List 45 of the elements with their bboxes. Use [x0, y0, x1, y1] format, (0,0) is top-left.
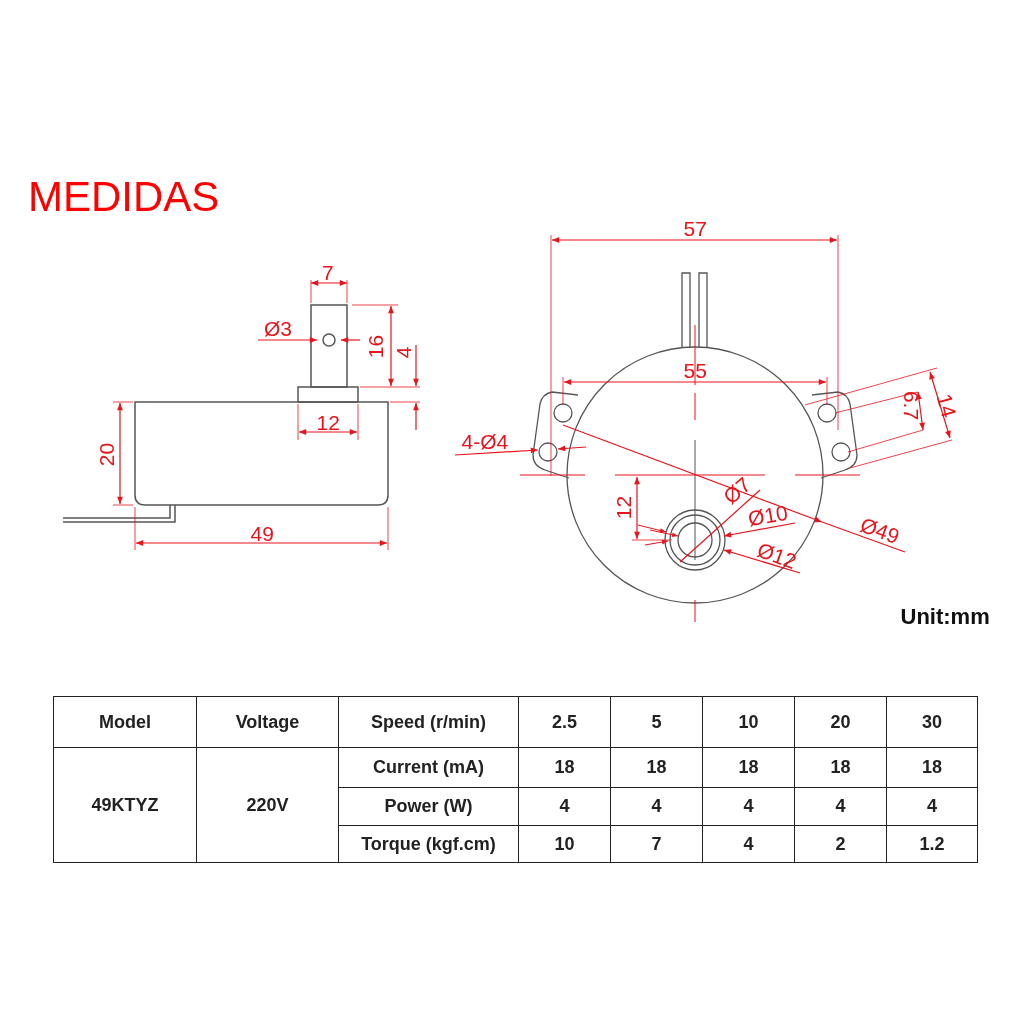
dimension-label: Ø3 — [264, 317, 292, 339]
table-cell: 18 — [610, 747, 703, 788]
table-cell: 49KTYZ — [53, 747, 197, 863]
table-cell: 4 — [518, 787, 611, 826]
dimension-label: 16 — [364, 334, 386, 358]
header-cell: 2.5 — [518, 696, 611, 748]
header-cell: 30 — [886, 696, 978, 748]
table-cell: 18 — [886, 747, 978, 788]
table-cell: 18 — [794, 747, 887, 788]
header-cell: 10 — [702, 696, 795, 748]
table-cell: 18 — [518, 747, 611, 788]
table-cell: 4 — [702, 787, 795, 826]
table-cell: 4 — [702, 825, 795, 863]
dimension-label: 12 — [612, 495, 634, 519]
dimension-label: 7 — [322, 261, 334, 283]
header-cell: 20 — [794, 696, 887, 748]
table-cell: 4 — [886, 787, 978, 826]
table-cell: 7 — [610, 825, 703, 863]
dimension-label: Ø12 — [754, 538, 800, 572]
dimension-label: 12 — [316, 411, 340, 433]
header-cell: 5 — [610, 696, 703, 748]
dimension-label: 49 — [250, 522, 274, 544]
table-cell: 4 — [794, 787, 887, 826]
header-cell: Current (mA) — [338, 747, 519, 788]
table-cell: 220V — [196, 747, 339, 863]
dimension-label: 6.7 — [900, 390, 922, 420]
table-cell: 10 — [518, 825, 611, 863]
title: MEDIDAS — [28, 176, 220, 218]
table-cell: 18 — [702, 747, 795, 788]
dimension-label: 4 — [393, 346, 415, 358]
dimension-label: 55 — [683, 359, 707, 381]
table-cell: 1.2 — [886, 825, 978, 863]
dimension-label: 4-Ø4 — [461, 430, 509, 452]
dimension-label: 57 — [683, 217, 707, 239]
table-cell: 4 — [610, 787, 703, 826]
header-cell: Power (W) — [338, 787, 519, 826]
dimension-label: Ø49 — [857, 513, 903, 547]
dimension-label: 20 — [95, 442, 117, 466]
dimension-label: 14 — [933, 391, 960, 419]
header-cell: Speed (r/min) — [338, 696, 519, 748]
table-cell: 2 — [794, 825, 887, 863]
header-cell: Model — [53, 696, 197, 748]
unit-note: Unit:mm — [900, 606, 990, 628]
header-cell: Voltage — [196, 696, 339, 748]
header-cell: Torque (kgf.cm) — [338, 825, 519, 863]
